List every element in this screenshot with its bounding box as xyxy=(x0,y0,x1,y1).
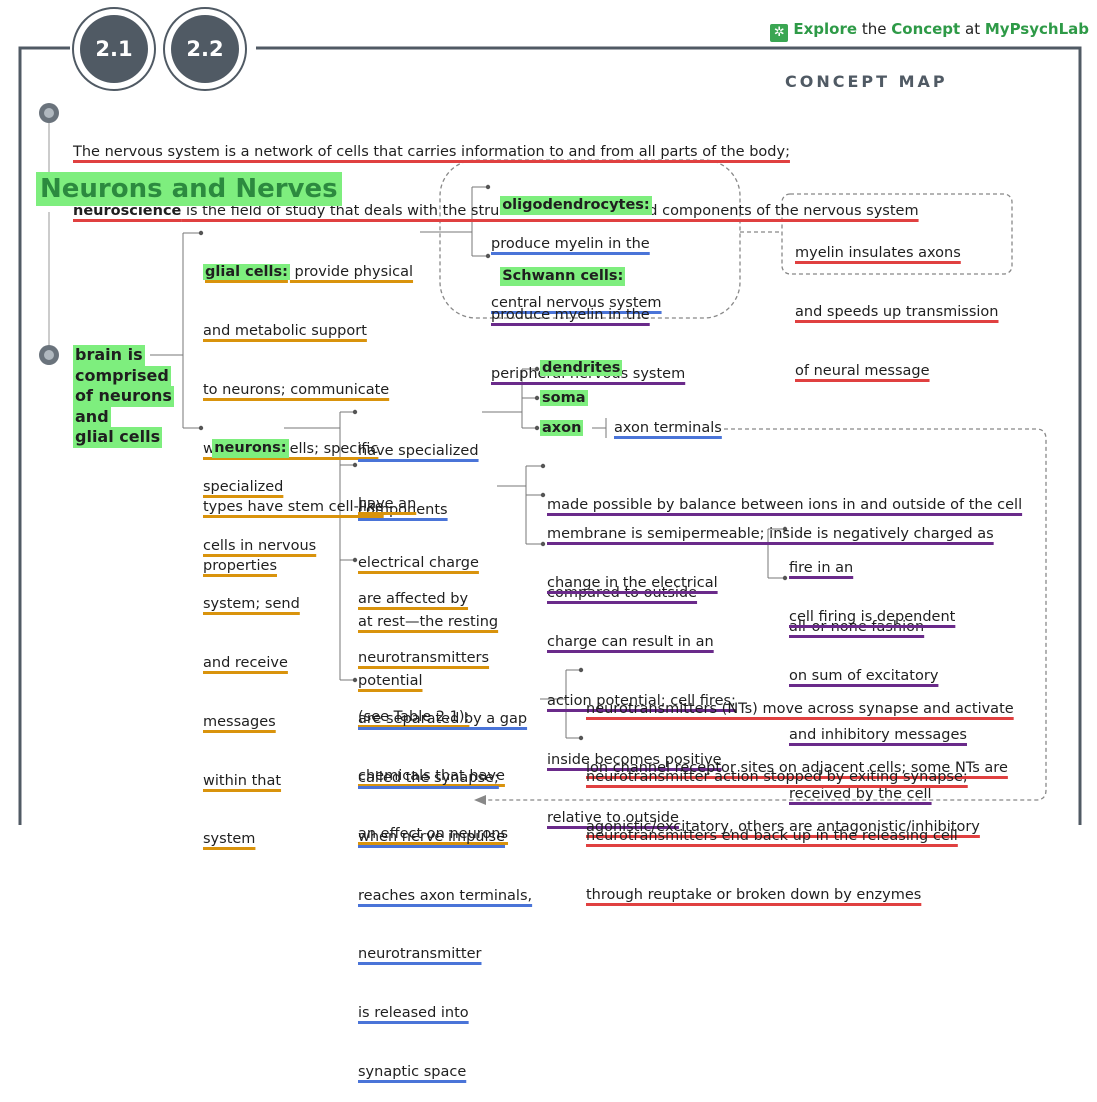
all-or-none-item: fire in an all-or-none fashion xyxy=(789,560,925,635)
axon-terminals-item: axon terminals xyxy=(614,420,722,436)
explore-link[interactable]: ✲Explore the Concept at MyPsychLab xyxy=(770,20,1089,42)
ion-balance-item: made possible by balance between ions in… xyxy=(547,497,1023,514)
section-badge-2-2: 2.2 xyxy=(163,7,247,91)
soma-item: soma xyxy=(540,390,588,406)
axon-item: axon xyxy=(540,420,584,436)
firing-dependent-item: cell firing is dependent on sum of excit… xyxy=(789,609,967,802)
semipermeable-item: membrane is semipermeable; inside is neg… xyxy=(547,526,994,601)
oligodendrocytes-node: oligodendrocytes: produce myelin in the … xyxy=(491,195,662,311)
action-potential-item: change in the electrical charge can resu… xyxy=(547,575,736,827)
nt-reuptake-item: neurotransmitter action stopped by exiti… xyxy=(586,769,968,903)
components-node: have specialized components xyxy=(358,443,479,518)
section-badge-2-1: 2.1 xyxy=(72,7,156,91)
neuroscience-term: neuroscience xyxy=(73,202,182,219)
connector-lines xyxy=(18,46,1082,825)
dendrites-item: dendrites xyxy=(540,360,623,376)
section-title: Neurons and Nerves xyxy=(36,172,342,206)
electrical-charge-node: have an electrical charge at rest—the re… xyxy=(358,496,499,689)
neurons-node: neurons: specialized cells in nervous sy… xyxy=(203,438,317,848)
glial-cells-node: glial cells: provide physical and metabo… xyxy=(203,264,414,575)
synapse-node: are separated by a gap called the synaps… xyxy=(358,711,533,1080)
myelin-node: myelin insulates axons and speeds up tra… xyxy=(795,245,999,379)
bullet-dot-icon xyxy=(39,103,59,123)
mypsychlab-logo-icon: ✲ xyxy=(770,24,789,42)
bullet-dot-icon xyxy=(39,345,59,365)
schwann-cells-node: Schwann cells: produce myelin in the per… xyxy=(491,266,686,382)
brain-node: brain is comprised of neurons and glial … xyxy=(73,345,174,448)
concept-map-label: CONCEPT MAP xyxy=(785,72,948,91)
